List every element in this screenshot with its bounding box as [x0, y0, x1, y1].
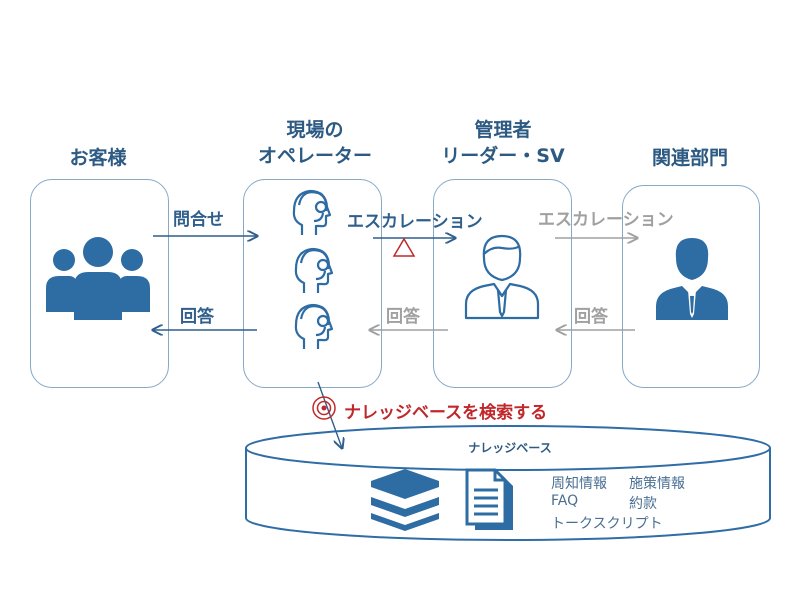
kb-item-terms: 約款: [629, 496, 657, 512]
manager-card: [433, 179, 572, 388]
manager-header: 管理者 リーダー・SV: [418, 117, 588, 169]
customer-header: お客様: [69, 147, 127, 169]
operator-card: [243, 179, 382, 388]
knowledge-base-title: ナレッジベース: [468, 441, 552, 455]
answer-label-related: 回答: [574, 307, 608, 327]
operator-header-line1: 現場の: [286, 119, 344, 141]
kb-item-talk-script: トークスクリプト: [551, 516, 663, 532]
operator-header-line2: オペレーター: [257, 145, 372, 167]
search-arrow: [317, 381, 342, 448]
operator-headset-icon: [294, 247, 334, 293]
executive-person-icon: [656, 238, 728, 320]
search-knowledge-label: ナレッジベースを検索する: [344, 403, 548, 423]
books-stack-icon: [371, 469, 439, 531]
answer-label-customer: 回答: [180, 307, 214, 327]
escalation-label-manager: エスカレーション: [347, 212, 483, 232]
operator-header: 現場の オペレーター: [230, 117, 400, 169]
warning-triangle-icon: [392, 237, 416, 257]
related-card: [622, 185, 760, 388]
documents-icon: [465, 468, 513, 530]
operator-headset-icon: [292, 189, 332, 235]
target-icon: [312, 396, 336, 420]
kb-item-announcements: 周知情報: [551, 476, 607, 492]
operator-headset-icon: [294, 303, 334, 349]
escalation-label-related: エスカレーション: [538, 210, 674, 230]
answer-label-manager: 回答: [386, 307, 420, 327]
kb-item-measures: 施策情報: [629, 476, 685, 492]
kb-item-faq: FAQ: [551, 493, 579, 509]
inquiry-label: 問合せ: [173, 210, 224, 230]
manager-header-line2: リーダー・SV: [441, 145, 565, 167]
customers-group-icon: [46, 237, 150, 320]
manager-header-line1: 管理者: [474, 119, 532, 141]
operator-headset-icons: [292, 189, 334, 349]
related-header: 関連部門: [651, 147, 728, 169]
manager-person-icon: [464, 234, 540, 320]
